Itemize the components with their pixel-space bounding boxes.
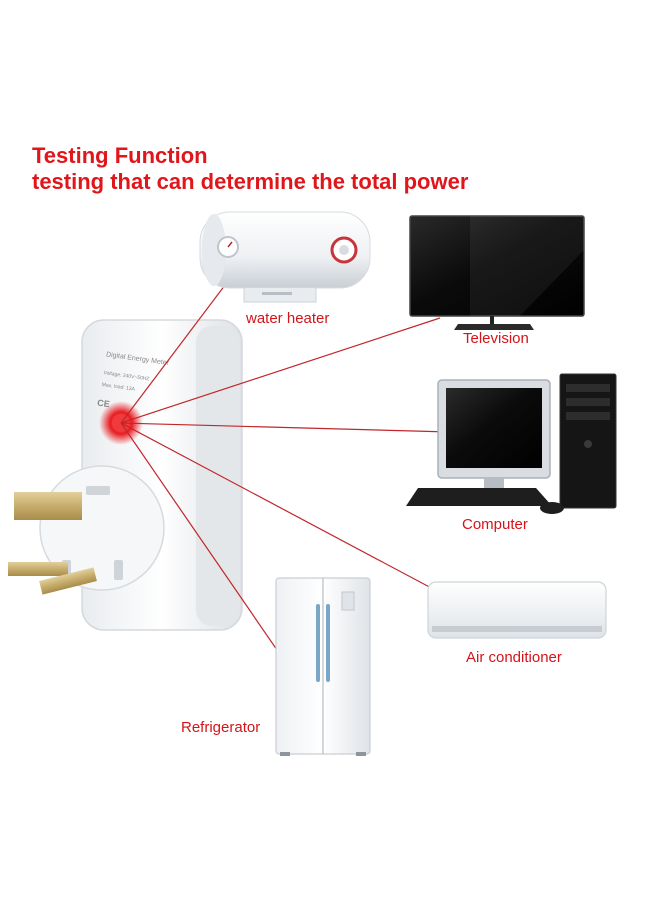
computer-illustration — [406, 373, 617, 514]
refrigerator-illustration — [275, 577, 371, 756]
water-heater-illustration — [199, 211, 371, 303]
device-spec-load: Max. load: 13A — [101, 382, 136, 393]
television-illustration — [409, 215, 585, 330]
ce-mark: CE — [97, 398, 111, 410]
label-air-conditioner: Air conditioner — [466, 649, 562, 666]
headline-title: Testing Function — [32, 143, 208, 168]
plug-pin-left — [8, 562, 68, 576]
energy-meter-device: Digital Energy Meter Voltage: 240V~50HZ … — [8, 319, 243, 631]
air-conditioner-illustration — [427, 581, 607, 639]
plug-pin-top — [14, 492, 82, 520]
label-computer: Computer — [462, 516, 528, 533]
plug-pin-right — [39, 567, 97, 595]
headline-subtitle: testing that can determine the total pow… — [32, 169, 469, 194]
label-refrigerator: Refrigerator — [181, 719, 261, 736]
label-television: Television — [463, 330, 529, 347]
label-water-heater: water heater — [246, 310, 330, 327]
